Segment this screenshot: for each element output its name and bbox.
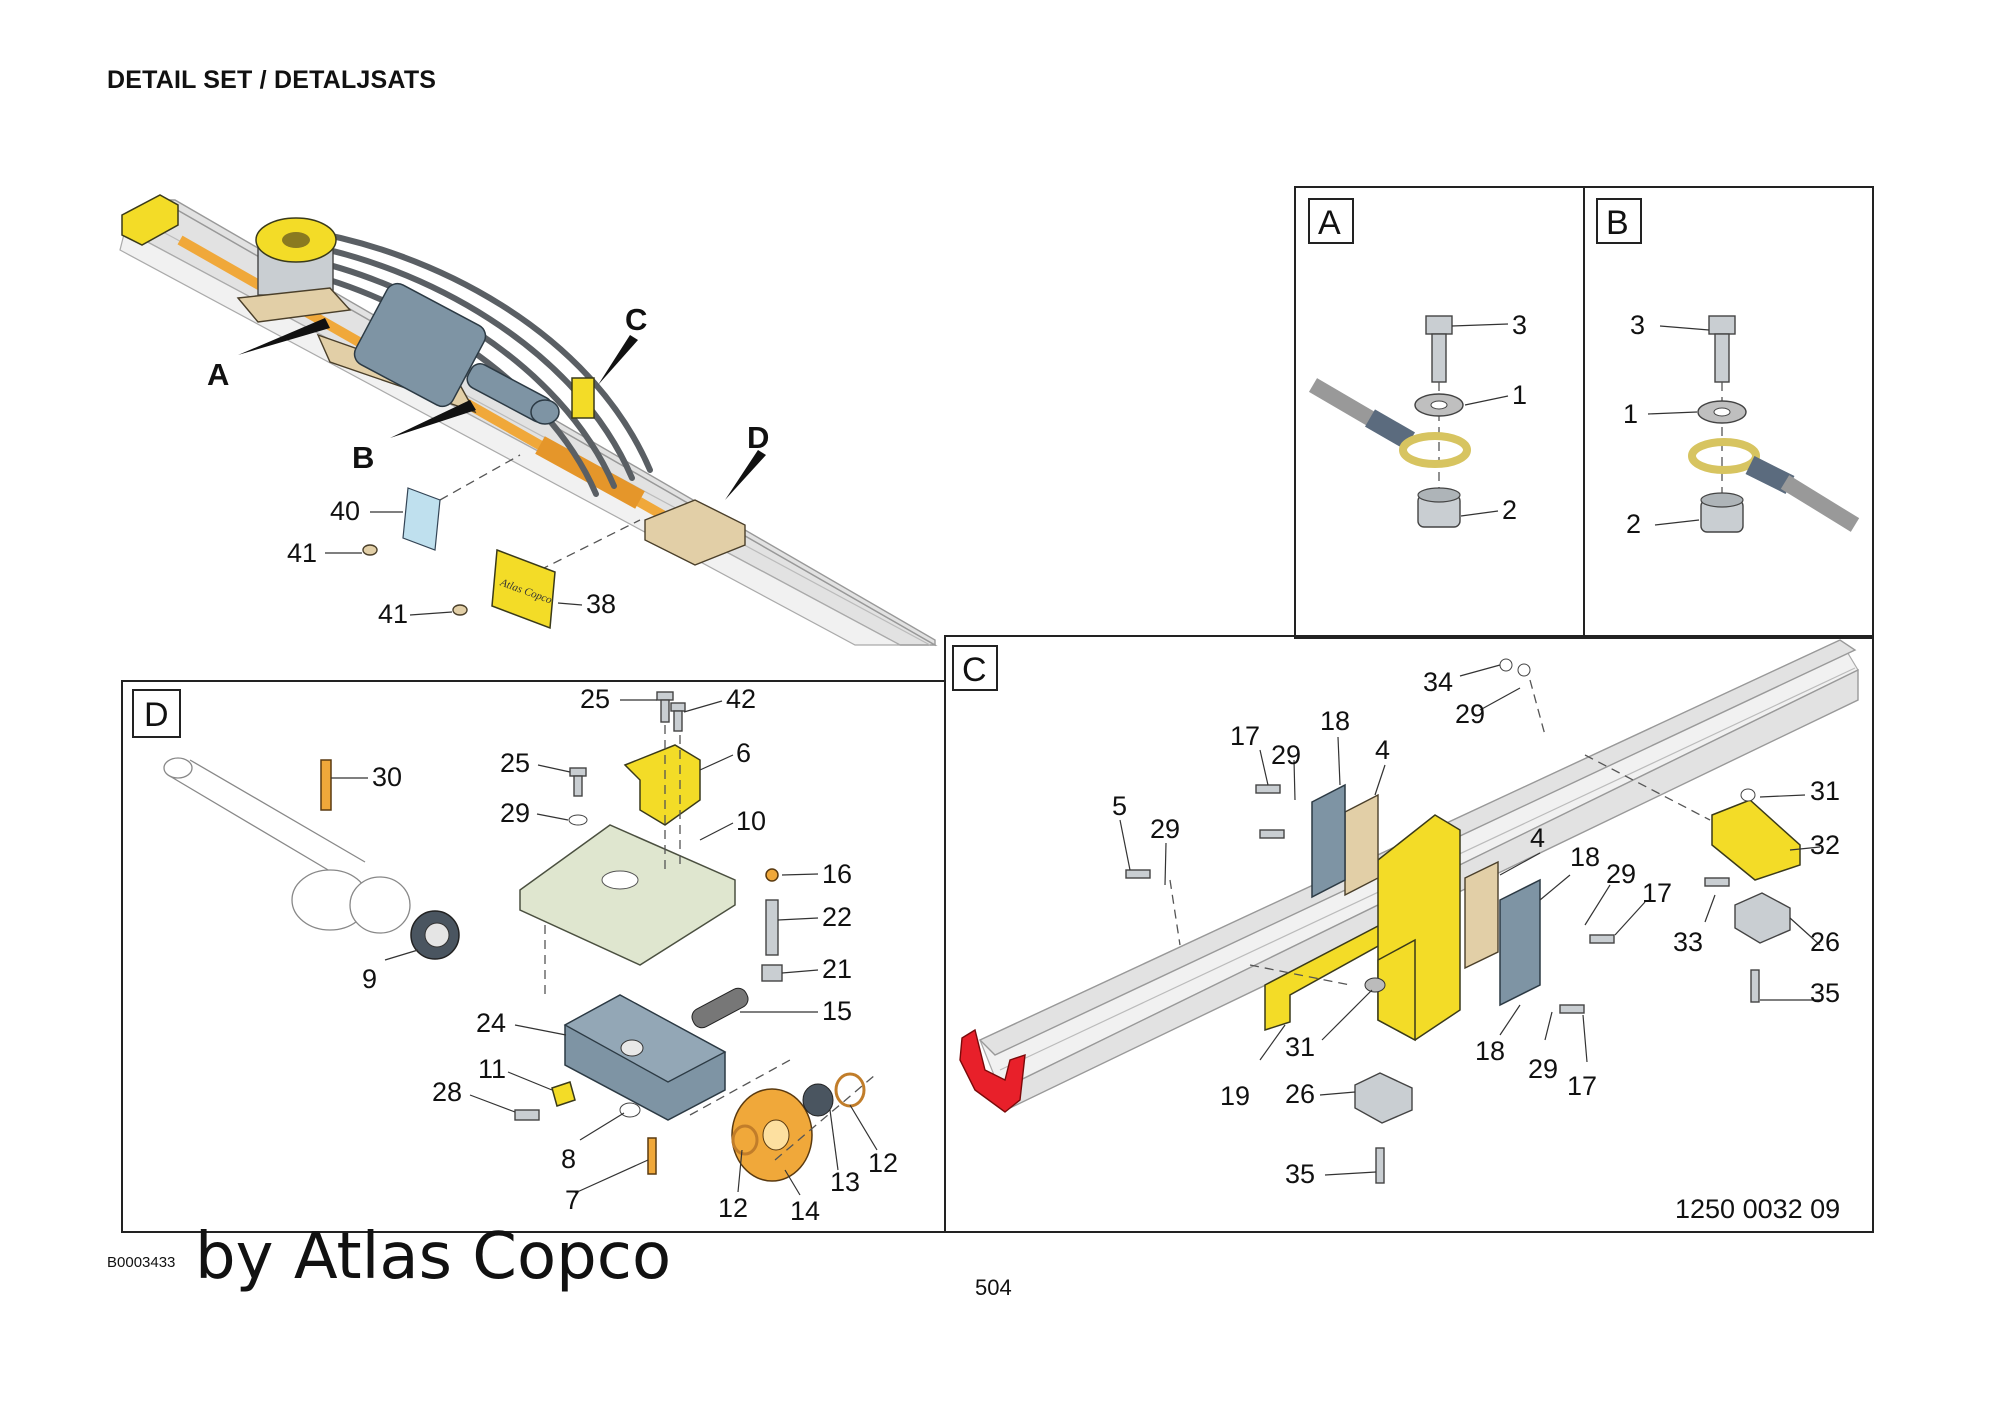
part-label-12: 12 [718, 1193, 748, 1223]
part-label-12: 12 [868, 1148, 898, 1178]
part-label-19: 19 [1220, 1081, 1250, 1111]
page-title: DETAIL SET / DETALJSATS [107, 66, 437, 94]
panel-c-label: C [962, 651, 987, 689]
part-label-8: 8 [561, 1144, 576, 1174]
document-id: B0003433 [107, 1254, 176, 1271]
callout-c: C [625, 302, 647, 337]
part-label-31: 31 [1810, 776, 1840, 806]
part-label-30: 30 [372, 762, 402, 792]
page-number: 504 [975, 1275, 1012, 1300]
atlas-copco-plate [491, 548, 556, 630]
part-label-29: 29 [1528, 1054, 1558, 1084]
part-label-11: 11 [478, 1054, 506, 1084]
part-label-33: 33 [1673, 927, 1703, 957]
part-label-17: 17 [1642, 878, 1672, 908]
part-label-22: 22 [822, 902, 852, 932]
part-label-10: 10 [736, 806, 766, 836]
part-label-18: 18 [1570, 842, 1600, 872]
part-label-3: 3 [1630, 310, 1645, 340]
part-label-21: 21 [822, 954, 852, 984]
panel-d-label: D [144, 696, 169, 734]
part-label-29: 29 [1271, 740, 1301, 770]
panel-a: A 3 1 2 [1294, 186, 1585, 639]
overview-illustration: A B C D Atlas Copco 40 41 41 38 [119, 194, 938, 647]
callout-a: A [207, 357, 229, 392]
part-label-24: 24 [476, 1008, 506, 1038]
part-label-35: 35 [1285, 1159, 1315, 1189]
part-label-31: 31 [1285, 1032, 1315, 1062]
part-label-40: 40 [330, 496, 360, 526]
screw-41 [362, 544, 378, 556]
part-label-29: 29 [1150, 814, 1180, 844]
part-label-4: 4 [1530, 823, 1545, 853]
part-label-18: 18 [1320, 706, 1350, 736]
part-label-15: 15 [822, 996, 852, 1026]
decal [402, 487, 441, 551]
part-label-1: 1 [1512, 380, 1527, 410]
part-label-35: 35 [1810, 978, 1840, 1008]
part-label-41: 41 [287, 538, 317, 568]
part-label-16: 16 [822, 859, 852, 889]
part-label-41: 41 [378, 599, 408, 629]
panel-d: D [121, 680, 946, 1233]
part-label-14: 14 [790, 1196, 820, 1226]
part-label-25: 25 [580, 684, 610, 714]
screw-41 [452, 604, 468, 616]
part-label-18: 18 [1475, 1036, 1505, 1066]
part-label-26: 26 [1285, 1079, 1315, 1109]
panel-c: C [944, 635, 1874, 1233]
part-label-2: 2 [1626, 509, 1641, 539]
part-label-38: 38 [586, 589, 616, 619]
panel-b: B 3 1 2 [1583, 186, 1874, 639]
part-label-1: 1 [1623, 399, 1638, 429]
part-label-29: 29 [500, 798, 530, 828]
callout-b: B [352, 440, 374, 475]
panel-a-label: A [1318, 204, 1341, 242]
panel-b-label: B [1606, 204, 1629, 242]
part-label-7: 7 [565, 1185, 580, 1215]
part-label-29: 29 [1455, 699, 1485, 729]
part-label-5: 5 [1112, 791, 1127, 821]
part-label-9: 9 [362, 964, 377, 994]
callout-d: D [747, 420, 769, 455]
part-label-29: 29 [1606, 859, 1636, 889]
part-label-6: 6 [736, 738, 751, 768]
part-label-28: 28 [432, 1077, 462, 1107]
part-label-17: 17 [1230, 721, 1260, 751]
drawing-number: 1250 0032 09 [1675, 1194, 1840, 1224]
part-label-13: 13 [830, 1167, 860, 1197]
part-label-17: 17 [1567, 1071, 1597, 1101]
rail-profile-section [959, 1028, 1026, 1113]
brand-watermark: by Atlas Copco [195, 1220, 672, 1294]
part-label-42: 42 [726, 684, 756, 714]
part-label-4: 4 [1375, 735, 1390, 765]
part-label-26: 26 [1810, 927, 1840, 957]
part-label-3: 3 [1512, 310, 1527, 340]
part-label-2: 2 [1502, 495, 1517, 525]
part-label-32: 32 [1810, 830, 1840, 860]
part-label-25: 25 [500, 748, 530, 778]
part-label-34: 34 [1423, 667, 1453, 697]
